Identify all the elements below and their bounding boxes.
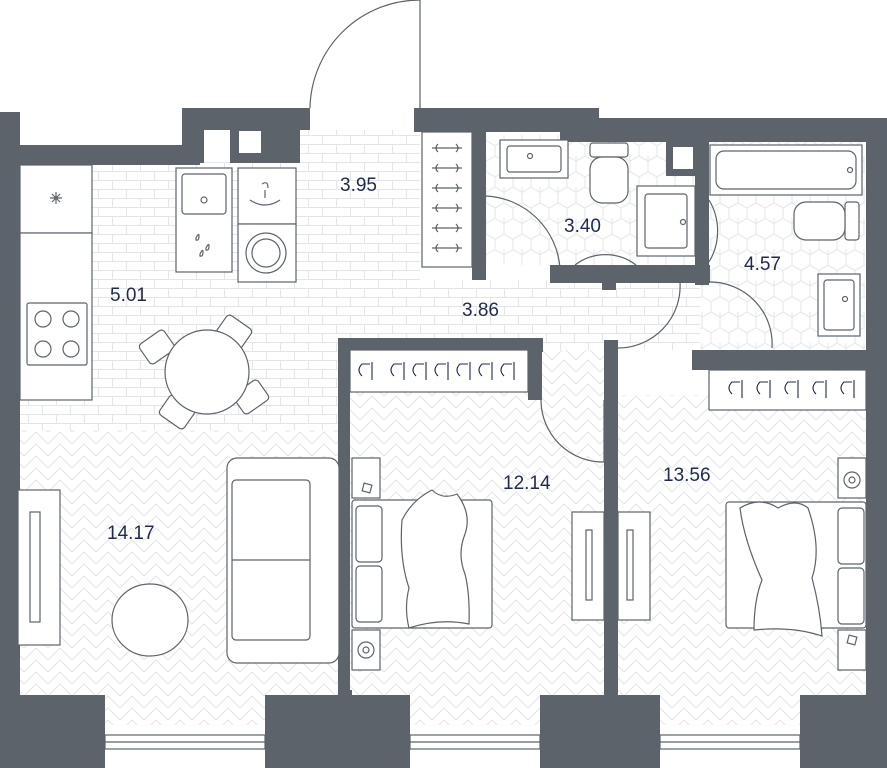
area-label-bedroom-2: 13.56	[663, 465, 711, 486]
bathroom-wc-fixtures	[499, 139, 696, 257]
windows	[104, 734, 801, 750]
bedroom-2-furniture	[617, 369, 867, 671]
room-area-labels: 3.95 3.40 5.01 3.86 4.57 14.17 12.14 13.…	[107, 175, 781, 544]
dining-table	[138, 314, 270, 430]
hall-wardrobe	[421, 131, 473, 268]
area-label-corridor: 3.86	[462, 300, 499, 321]
area-label-hall: 3.95	[340, 175, 377, 196]
kitchen-fixtures	[19, 164, 297, 401]
walls	[0, 108, 887, 768]
area-label-bedroom-1: 12.14	[503, 473, 551, 494]
area-label-kitchen: 5.01	[110, 285, 147, 306]
area-label-bathroom-wc: 3.40	[564, 216, 601, 237]
area-label-bathroom-tub: 4.57	[744, 254, 781, 275]
bathroom-tub-fixtures	[709, 144, 863, 337]
living-room-furniture	[17, 457, 340, 664]
entrance-door	[309, 0, 421, 109]
area-label-living-room: 14.17	[107, 523, 155, 544]
bedroom-1-furniture	[349, 349, 605, 671]
interior-doors	[485, 195, 773, 463]
